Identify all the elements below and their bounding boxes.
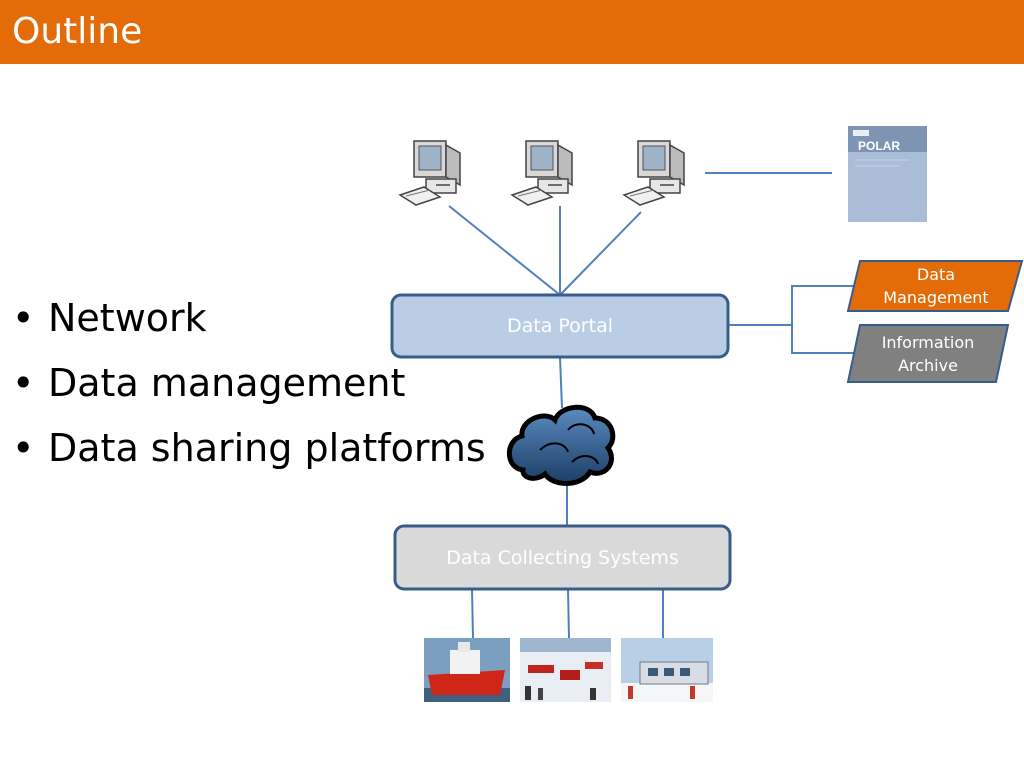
cloud-icon [506,404,616,486]
information-archive-label: Information Archive [881,333,975,375]
data-collecting-box [393,524,732,591]
computer-icon [511,140,573,206]
bullet-data-sharing: Data sharing platforms [10,422,486,487]
data-collecting-label: Data Collecting Systems [446,547,679,569]
bullet-data-management: Data management [10,357,486,422]
bullet-list: Network Data management Data sharing pla… [10,292,486,487]
bullet-network: Network [10,292,486,357]
journal-cover-image: POLAR [848,126,927,222]
journal-cover-title: POLAR [858,139,900,153]
data-management-label: Data Management [883,265,989,307]
icebreaker-ship-photo [424,638,510,702]
computer-icon [399,140,461,206]
title-bar: Outline [0,0,1024,64]
data-portal-box [390,293,730,359]
information-archive-shape [846,324,1010,383]
antarctic-station-photo [520,638,611,702]
slide-title: Outline [12,11,143,52]
data-portal-label: Data Portal [507,315,613,337]
data-management-shape [846,260,1024,312]
connector-lines [448,172,860,639]
research-base-photo [621,638,713,702]
computer-icon [623,140,685,206]
